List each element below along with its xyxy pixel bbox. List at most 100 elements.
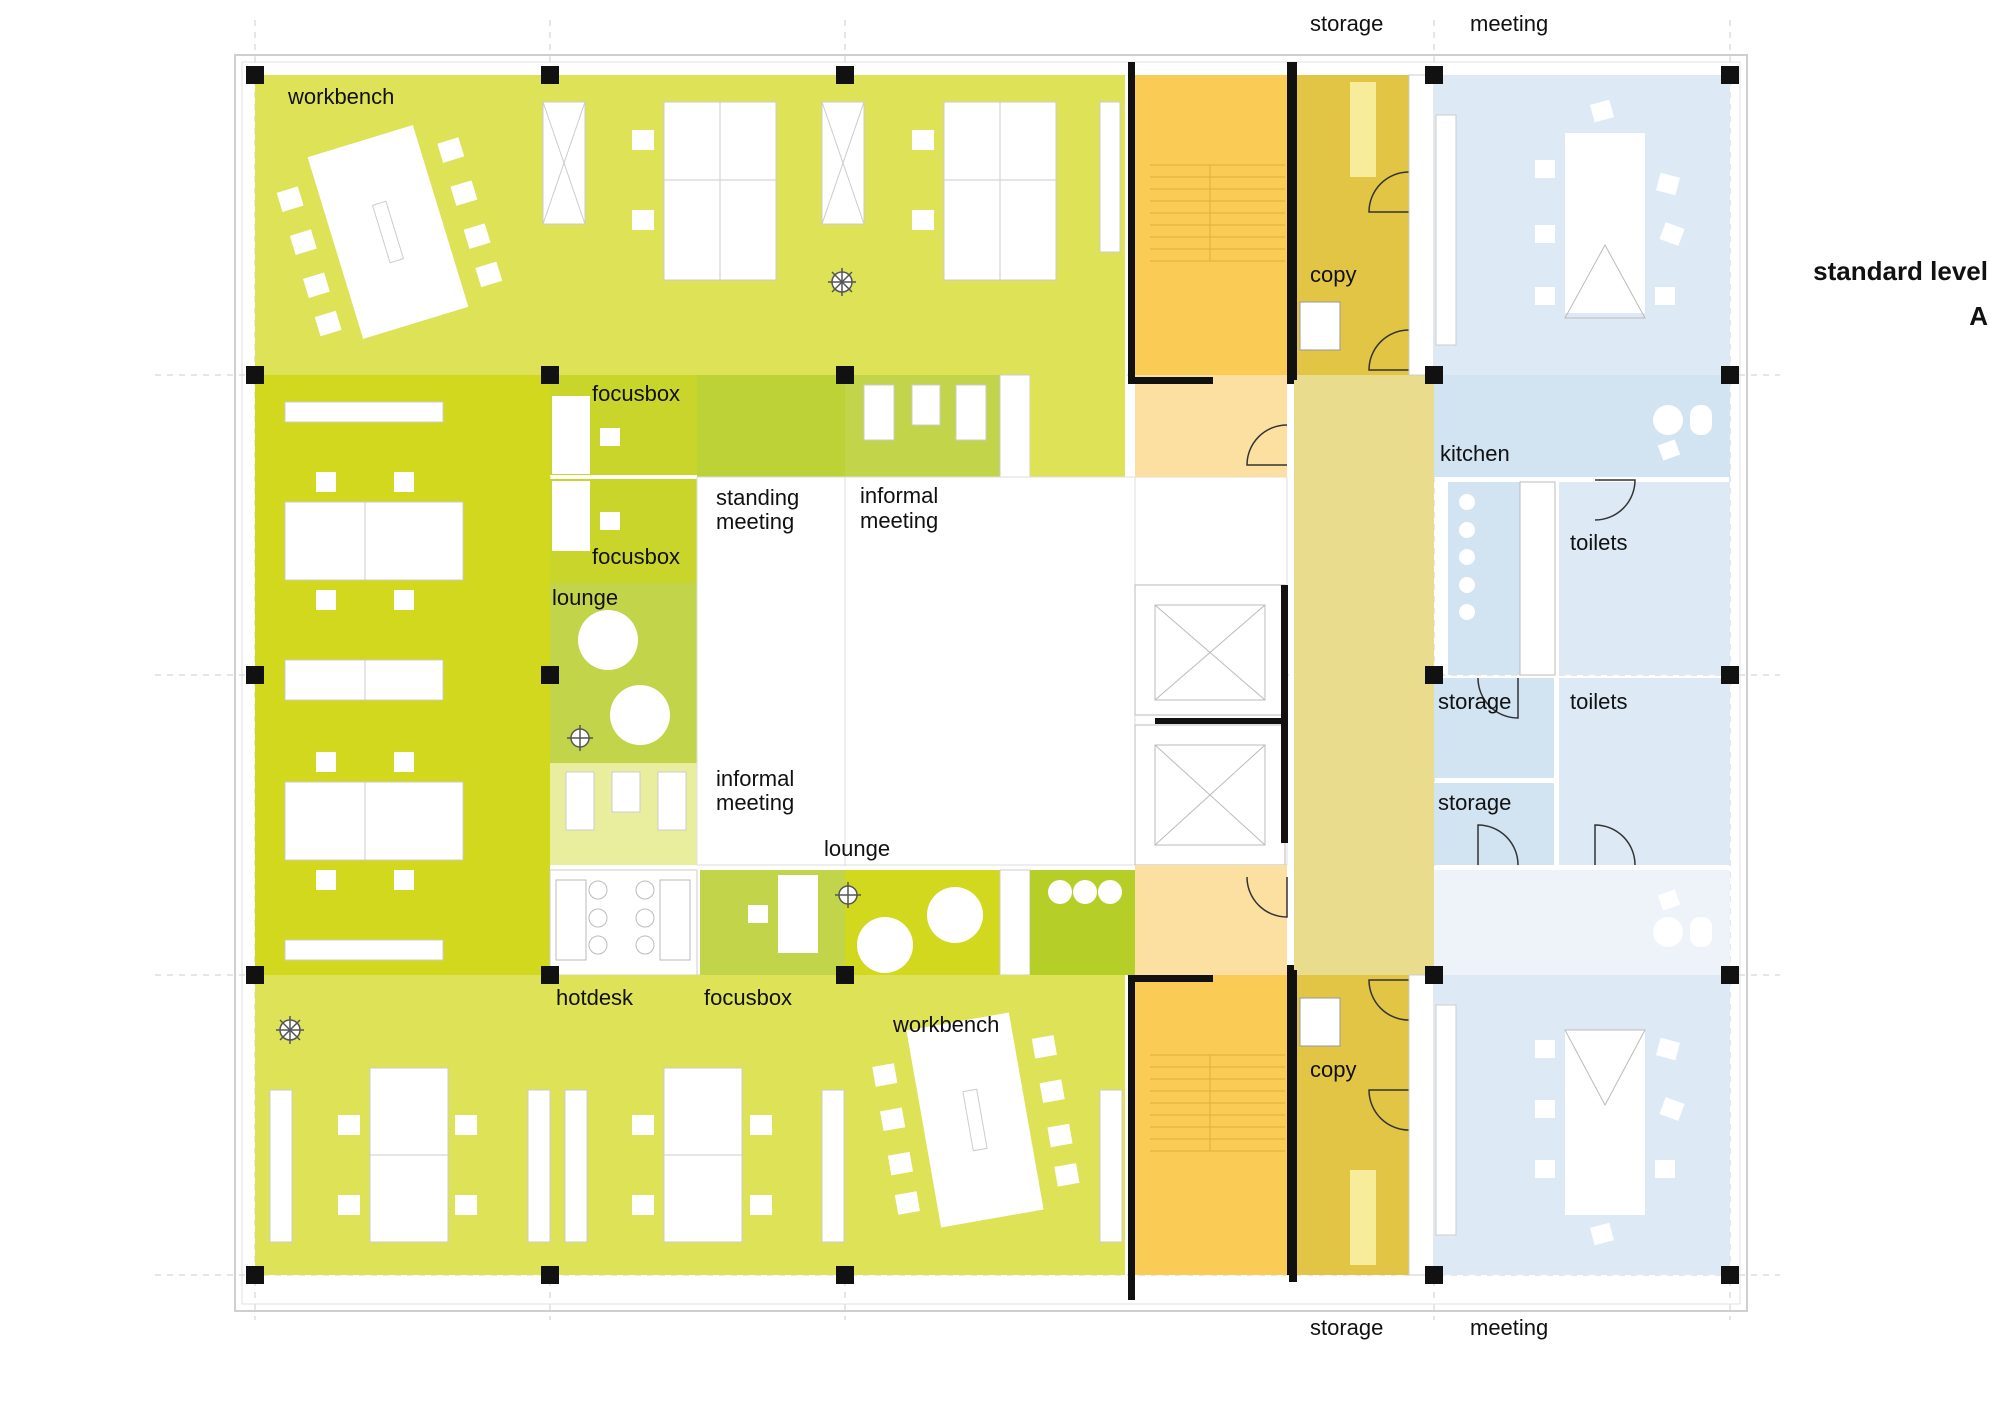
workbench-table-top xyxy=(276,125,503,339)
lounge-bottom-table-2 xyxy=(927,887,983,943)
focusbox-bottom-room xyxy=(700,870,845,975)
door-arc-toilets-1 xyxy=(1594,479,1636,521)
storage-top-corridor xyxy=(1408,74,1435,376)
building-outline xyxy=(234,54,1748,1312)
label-lounge-left: lounge xyxy=(552,585,618,610)
bookshelf-bottom xyxy=(999,869,1031,976)
focusbox-room-1-inner xyxy=(552,396,590,474)
label-meeting-bottom: meeting xyxy=(1470,1315,1548,1340)
label-copy-top: copy xyxy=(1310,262,1356,287)
stair-top-treads xyxy=(1150,164,1285,262)
lounge-table-1 xyxy=(578,610,638,670)
corridor-central xyxy=(1294,375,1434,975)
label-informal-meeting-bottom-1: informal xyxy=(716,766,794,791)
door-arc-storage-mid-2 xyxy=(1477,824,1519,866)
focusbox-seat-2 xyxy=(600,512,620,530)
elevator-wall xyxy=(1155,718,1285,724)
storage-mid-2-room xyxy=(1434,783,1554,865)
kitchen-table xyxy=(1653,405,1683,435)
label-storage-mid-1: storage xyxy=(1438,689,1511,714)
focusbox-bottom-seat xyxy=(748,905,768,923)
lounge-bottom-right-chairs xyxy=(1048,880,1122,904)
label-toilets-2: toilets xyxy=(1570,689,1627,714)
toilets-2-room xyxy=(1559,678,1730,865)
plant-icon xyxy=(835,882,861,908)
label-focusbox-2: focusbox xyxy=(592,544,680,569)
label-standing-meeting-1: standing xyxy=(716,485,799,510)
meeting-bottom-screen xyxy=(1564,1029,1646,1107)
service-bottom-chair xyxy=(1690,917,1712,947)
service-bottom-table xyxy=(1653,917,1683,947)
door-arc-toilets-2 xyxy=(1594,824,1636,866)
meeting-bottom-table xyxy=(1565,1030,1645,1215)
elevator-wall-vertical xyxy=(1281,585,1288,843)
meeting-bottom-chairs xyxy=(1535,1037,1685,1246)
focusbox-bottom-inner xyxy=(778,875,818,953)
hotdesk-row-bottom-seats xyxy=(555,879,691,961)
label-toilets-1: toilets xyxy=(1570,530,1627,555)
desks-bottom xyxy=(269,1067,1123,1243)
plan-title-line1: standard level xyxy=(1813,256,1988,286)
meeting-top-wall xyxy=(1435,114,1457,346)
label-standing-meeting-2: meeting xyxy=(716,509,794,534)
service-wall-top xyxy=(1289,62,1297,380)
label-informal-meeting-top-1: informal xyxy=(860,483,938,508)
lounge-table-2 xyxy=(610,685,670,745)
door-arc-storage-mid-1 xyxy=(1477,677,1519,719)
meeting-bottom-wall xyxy=(1435,1004,1457,1236)
lounge-bottom-table-1 xyxy=(857,917,913,973)
plan-title-line2: A xyxy=(1969,301,1988,331)
meeting-top-chairs xyxy=(1535,99,1685,305)
hotdesk-chairs xyxy=(316,472,414,890)
door-arc-top xyxy=(1246,424,1288,466)
storage-bottom-shelf xyxy=(1350,1170,1376,1265)
label-storage-top: storage xyxy=(1310,11,1383,36)
bookshelf-top xyxy=(999,374,1031,478)
meeting-top-screen xyxy=(1564,243,1646,319)
label-lounge-bottom: lounge xyxy=(824,836,890,861)
copy-machine-bottom xyxy=(1299,997,1341,1047)
service-bottom-chair-2 xyxy=(1657,889,1681,911)
structural-columns xyxy=(246,66,1739,1284)
plant-icon xyxy=(567,725,593,751)
door-arc-copy-bottom xyxy=(1368,979,1410,1021)
storage-bottom-corridor xyxy=(1408,974,1435,1276)
label-storage-bottom: storage xyxy=(1310,1315,1383,1340)
label-informal-meeting-top-2: meeting xyxy=(860,508,938,533)
label-hotdesk: hotdesk xyxy=(556,985,634,1010)
label-meeting-top: meeting xyxy=(1470,11,1548,36)
top-corridor-green xyxy=(1030,375,1125,477)
stair-wall-bottom-top xyxy=(1128,975,1213,982)
standing-meeting-room xyxy=(697,375,845,477)
label-informal-meeting-bottom-2: meeting xyxy=(716,790,794,815)
sink-icons xyxy=(1459,494,1475,620)
stair-bottom-treads xyxy=(1150,1054,1285,1152)
door-arc-storage-top xyxy=(1368,171,1410,213)
service-wall-bottom xyxy=(1289,970,1297,1282)
toilets-divider xyxy=(1519,481,1556,676)
label-focusbox-3: focusbox xyxy=(704,985,792,1010)
stair-wall-bottom-left xyxy=(1128,975,1135,1300)
label-workbench-bottom: workbench xyxy=(892,1012,999,1037)
plant-icon xyxy=(828,268,856,296)
building-outline-inner xyxy=(241,61,1741,1305)
stair-wall-top-left xyxy=(1128,62,1135,384)
label-storage-mid-2: storage xyxy=(1438,790,1511,815)
chairs-bottom xyxy=(338,1115,772,1215)
label-copy-bottom: copy xyxy=(1310,1057,1356,1082)
focusbox-seat-1 xyxy=(600,428,620,446)
focusbox-room-2-inner xyxy=(552,481,590,551)
kitchen-chair xyxy=(1690,405,1712,435)
meeting-top-table xyxy=(1565,133,1645,313)
toilets-1-room xyxy=(1559,482,1730,675)
plant-icon xyxy=(276,1016,304,1044)
stair-wall-top-bottom xyxy=(1128,377,1213,384)
informal-meeting-left-seats xyxy=(565,771,687,831)
storage-top-shelf xyxy=(1350,82,1376,177)
copy-machine-top xyxy=(1299,301,1341,351)
lobby-bottom xyxy=(1135,865,1287,975)
chairs-top xyxy=(632,130,1052,230)
storage-mid-1-room xyxy=(1434,678,1554,778)
elevator-shafts xyxy=(1134,584,1286,866)
